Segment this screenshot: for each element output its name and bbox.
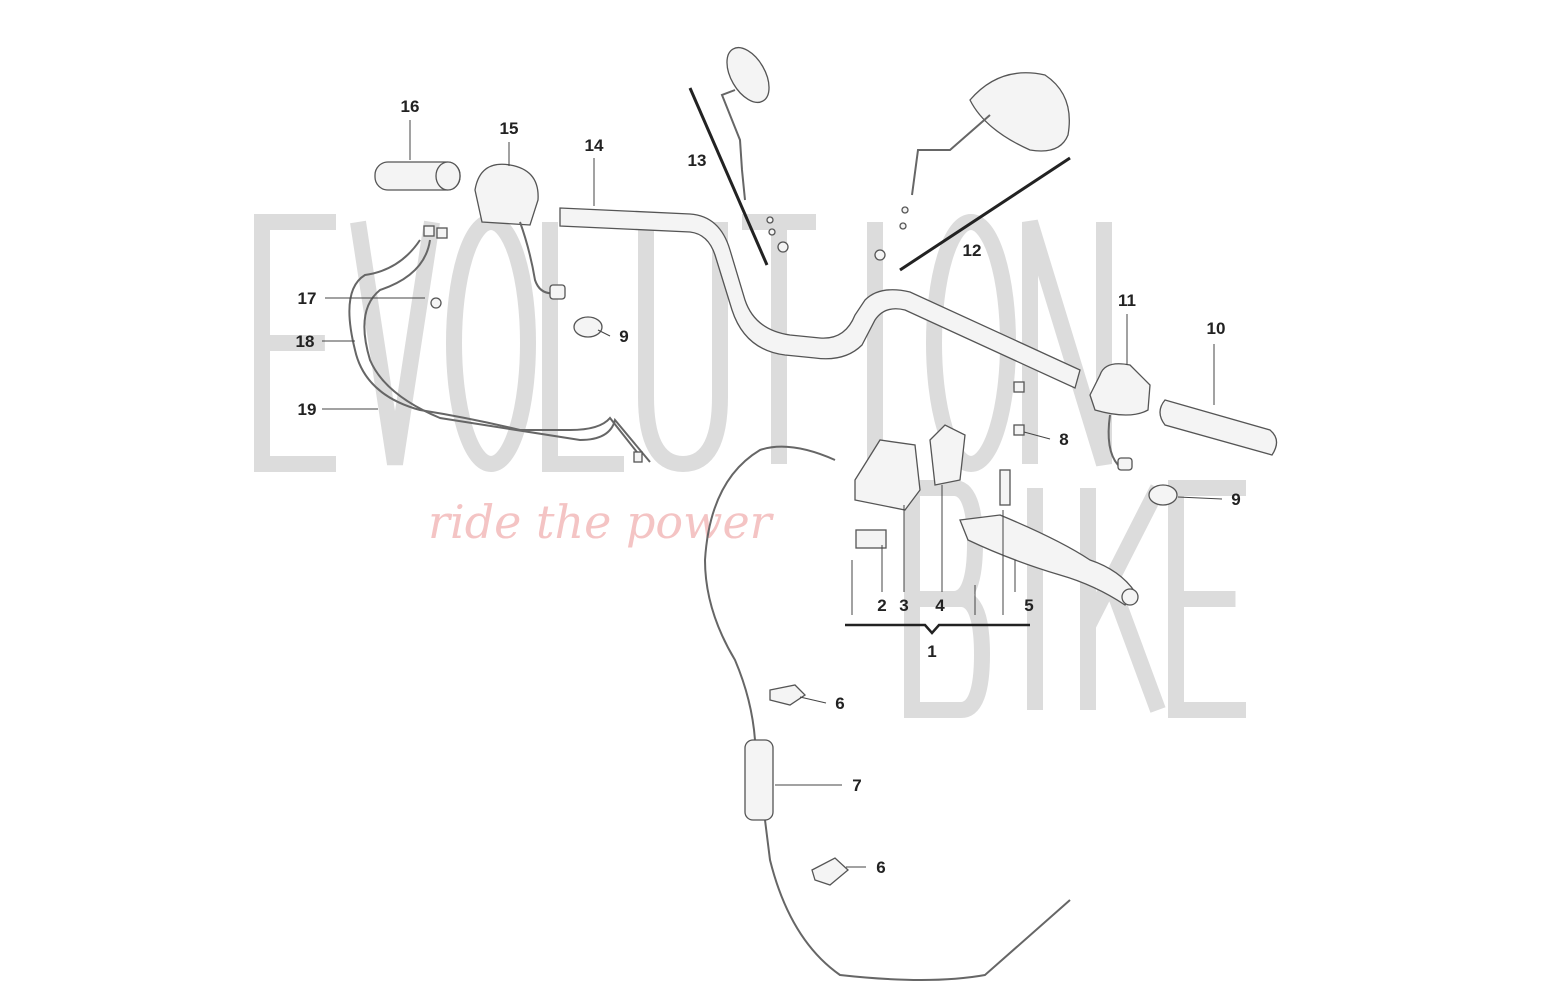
callout-labels: 16 15 14 13 12 11 10 17 18 9 19 8 9 2 3 … <box>296 97 1241 877</box>
callout-9-left: 9 <box>619 327 628 346</box>
bracket-1 <box>845 623 1030 635</box>
callout-15: 15 <box>500 119 519 138</box>
cable-clip-6-bottom <box>811 857 849 886</box>
callout-2: 2 <box>877 596 886 615</box>
clutch-cable <box>703 445 1071 981</box>
cable-clip-6-top <box>769 684 807 706</box>
callout-6-top: 6 <box>835 694 844 713</box>
callout-6-bottom: 6 <box>876 858 885 877</box>
watermark-glyph <box>1176 488 1246 710</box>
clamp-9-right <box>1148 484 1178 506</box>
callout-11: 11 <box>1118 291 1136 310</box>
right-switch-housing <box>1089 363 1151 471</box>
watermark-glyph <box>262 222 336 464</box>
lever-assembly <box>854 381 1139 606</box>
bracket-13 <box>688 87 769 266</box>
watermark-glyph <box>934 222 1008 464</box>
callout-9-right: 9 <box>1231 490 1240 509</box>
left-switch-housing <box>474 163 566 300</box>
callout-17: 17 <box>298 289 317 308</box>
callout-8: 8 <box>1059 430 1068 449</box>
callout-5: 5 <box>1024 596 1033 615</box>
right-grip <box>1159 399 1278 456</box>
callout-4: 4 <box>935 596 945 615</box>
watermark-tagline: ride the power <box>428 495 775 549</box>
callout-13: 13 <box>688 151 707 170</box>
watermark-glyph <box>550 222 624 464</box>
watermark: ride the power <box>262 222 1246 710</box>
watermark-glyph <box>646 222 720 464</box>
callout-7: 7 <box>852 776 861 795</box>
switch-cables <box>348 225 651 463</box>
watermark-glyph <box>1030 222 1104 464</box>
callout-18: 18 <box>296 332 315 351</box>
bracket-12 <box>899 156 1071 272</box>
callout-3: 3 <box>899 596 908 615</box>
right-mirror <box>874 72 1070 261</box>
callout-10: 10 <box>1207 319 1226 338</box>
watermark-glyph <box>1088 488 1158 710</box>
left-grip <box>374 161 461 191</box>
leader-lines <box>322 120 1223 868</box>
callout-1: 1 <box>927 642 936 661</box>
callout-12: 12 <box>963 241 982 260</box>
screw-17 <box>430 297 442 309</box>
callout-14: 14 <box>585 136 604 155</box>
handlebar <box>559 207 1081 389</box>
callout-19: 19 <box>298 400 317 419</box>
watermark-glyph <box>358 222 432 464</box>
clamp-9-left <box>573 316 603 338</box>
left-mirror <box>720 47 789 253</box>
watermark-glyph <box>454 222 528 464</box>
callout-16: 16 <box>401 97 420 116</box>
